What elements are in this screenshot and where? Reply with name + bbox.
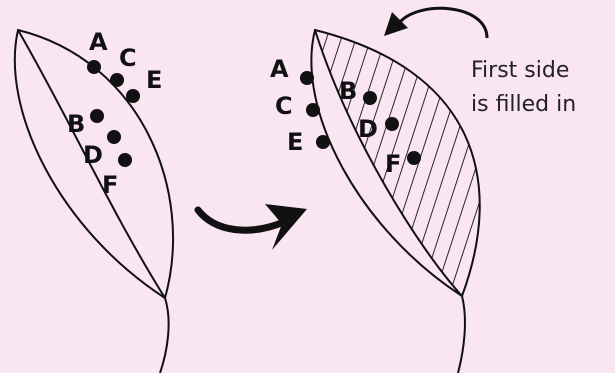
right-dot-f	[407, 151, 421, 165]
left-label-a: A	[89, 28, 108, 56]
transition-arrow	[198, 204, 307, 250]
right-dot-a	[300, 71, 314, 85]
right-label-e: E	[287, 128, 303, 156]
caption-line-1: First side	[471, 58, 569, 83]
left-dot-e	[126, 89, 140, 103]
right-label-f: F	[385, 150, 401, 178]
right-dot-b	[363, 91, 377, 105]
left-leaf-stem	[160, 298, 169, 373]
left-dot-c	[110, 73, 124, 87]
right-label-d: D	[358, 115, 378, 143]
right-label-b: B	[339, 77, 357, 105]
left-dot-d	[107, 130, 121, 144]
left-leaf: A C E B D F	[15, 28, 173, 373]
caption-line-2: is filled in	[471, 92, 576, 117]
left-label-f: F	[102, 171, 118, 199]
caption-arrow-curve	[400, 8, 487, 38]
right-leaf-stem	[458, 296, 465, 373]
right-label-a: A	[270, 55, 289, 83]
caption-arrow-head	[384, 12, 408, 36]
left-label-d: D	[83, 141, 103, 169]
left-label-b: B	[67, 110, 85, 138]
left-dot-f	[118, 153, 132, 167]
left-label-e: E	[146, 66, 162, 94]
right-dot-e	[316, 135, 330, 149]
left-label-c: C	[119, 44, 137, 72]
left-dot-b	[90, 109, 104, 123]
right-dot-c	[306, 103, 320, 117]
right-dot-d	[385, 117, 399, 131]
transition-arrow-shaft	[198, 210, 284, 230]
right-label-c: C	[275, 92, 293, 120]
left-dot-a	[87, 60, 101, 74]
caption-arrow	[384, 8, 487, 38]
